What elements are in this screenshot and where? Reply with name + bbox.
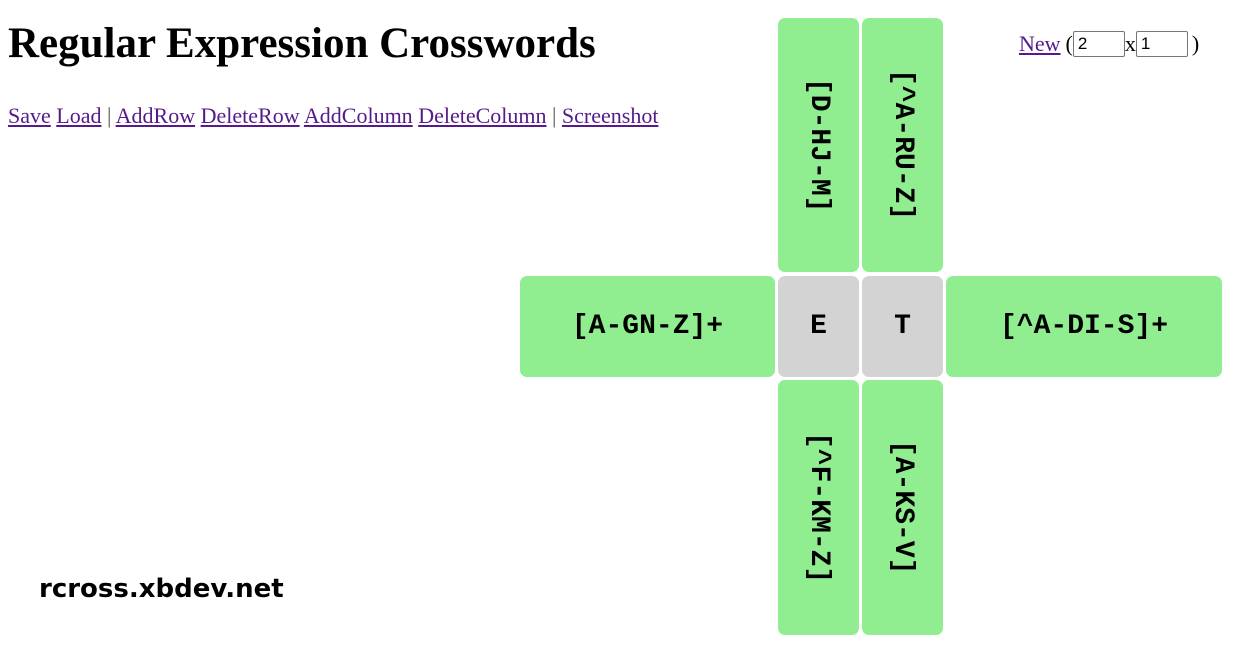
column-clue-bottom-1[interactable]: [^F-KM-Z] — [778, 380, 859, 635]
add-row-link[interactable]: AddRow — [115, 103, 196, 128]
clue-text: [A-KS-V] — [887, 440, 918, 575]
clue-text: [^A-RU-Z] — [887, 69, 918, 221]
save-link[interactable]: Save — [8, 103, 51, 128]
clue-text: [A-GN-Z]+ — [571, 311, 724, 342]
open-paren: ( — [1065, 31, 1073, 56]
column-clue-bottom-2[interactable]: [A-KS-V] — [862, 380, 943, 635]
site-watermark: rcross.xbdev.net — [39, 574, 284, 604]
clue-text: [^A-DI-S]+ — [999, 311, 1169, 342]
column-clue-top-2[interactable]: [^A-RU-Z] — [862, 18, 943, 272]
new-puzzle-controls: New ( x ) — [1019, 30, 1199, 58]
width-input[interactable] — [1072, 31, 1125, 57]
row-clue-right-1[interactable]: [^A-DI-S]+ — [946, 276, 1222, 377]
load-link[interactable]: Load — [56, 103, 102, 128]
delete-column-link[interactable]: DeleteColumn — [418, 103, 547, 128]
clue-text: [^F-KM-Z] — [803, 431, 834, 584]
grid-cell[interactable]: E — [778, 276, 859, 377]
grid-cell[interactable]: T — [862, 276, 943, 377]
row-clue-left-1[interactable]: [A-GN-Z]+ — [520, 276, 775, 377]
clue-text: [D-HJ-M] — [803, 77, 834, 213]
new-puzzle-link[interactable]: New — [1019, 31, 1061, 56]
add-column-link[interactable]: AddColumn — [303, 103, 413, 128]
height-input[interactable] — [1135, 31, 1188, 57]
toolbar-separator: | — [106, 103, 112, 128]
close-paren: ) — [1191, 31, 1200, 56]
screenshot-link[interactable]: Screenshot — [561, 103, 659, 128]
times-label: x — [1124, 31, 1136, 56]
page-title: Regular Expression Crosswords — [8, 20, 596, 67]
column-clue-top-1[interactable]: [D-HJ-M] — [778, 18, 859, 272]
toolbar: Save Load | AddRow DeleteRow AddColumn D… — [8, 102, 658, 130]
toolbar-separator: | — [552, 103, 557, 128]
delete-row-link[interactable]: DeleteRow — [200, 103, 300, 128]
